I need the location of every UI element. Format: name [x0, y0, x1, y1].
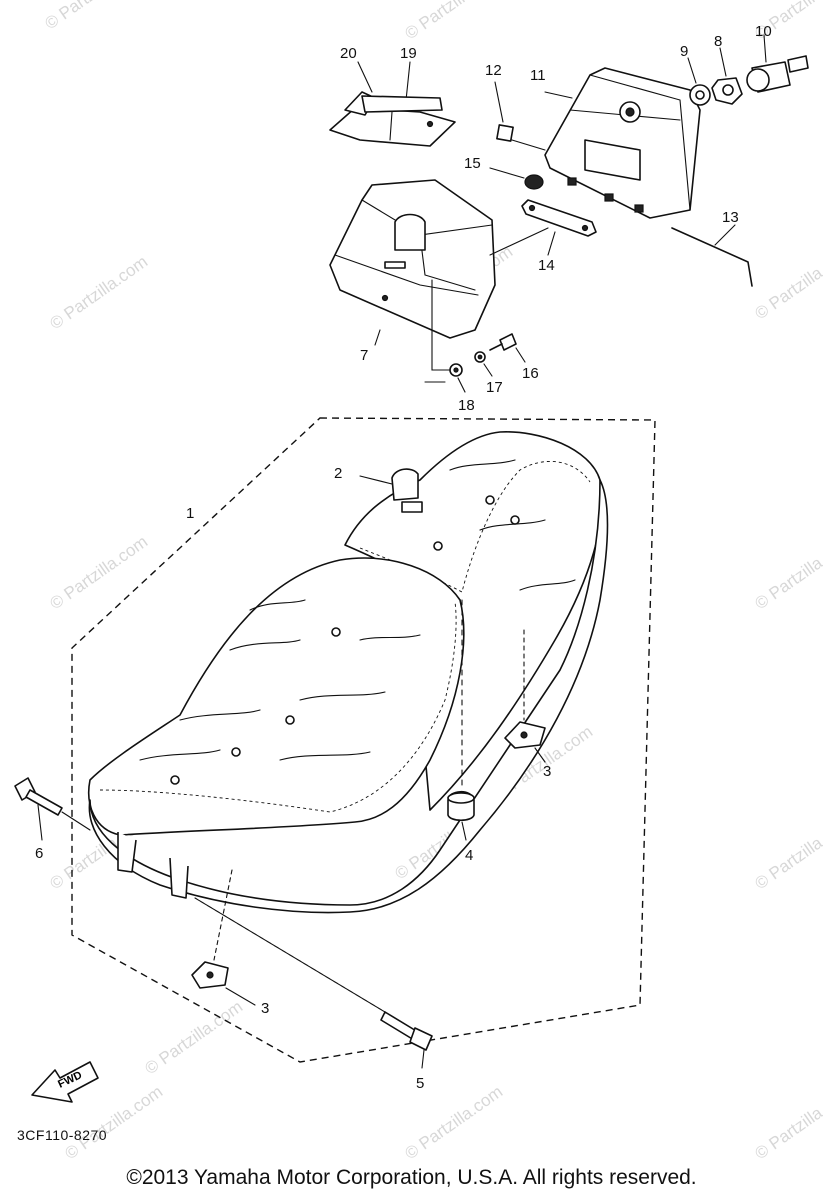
callout-layer: 1 2 3 3 4 5 6 7 8 9 10 11 12 13 14 15 16…	[35, 23, 772, 1092]
clip-12	[494, 81, 546, 151]
watermark: © Partzilla.com	[751, 812, 823, 893]
callout-17: 17	[486, 379, 503, 396]
strap-20	[344, 61, 443, 116]
callout-19: 19	[400, 45, 417, 62]
callout-14: 14	[538, 257, 555, 274]
tool-box-lid	[544, 67, 701, 219]
bracket-19	[329, 61, 456, 147]
watermark: © Partzilla.com	[61, 1082, 166, 1163]
assembly-boundary	[71, 417, 656, 1063]
callout-3-front: 3	[261, 1000, 269, 1017]
seat-damper	[447, 599, 475, 841]
callout-12: 12	[485, 62, 502, 79]
watermark: © Partzilla.com	[401, 1082, 506, 1163]
seat-bracket-mid	[169, 857, 189, 899]
lock-10	[746, 34, 809, 93]
callout-11: 11	[530, 67, 546, 84]
watermark: © Partzilla.com	[41, 0, 146, 33]
seat-strap	[359, 468, 423, 513]
watermark: © Partzilla.com	[401, 0, 506, 43]
seat-nut-front	[191, 869, 256, 1006]
watermark: © Partzilla.com	[46, 532, 151, 613]
callout-18: 18	[458, 397, 475, 414]
seat-base	[88, 479, 609, 914]
copyright-notice: ©2013 Yamaha Motor Corporation, U.S.A. A…	[126, 1166, 697, 1189]
diagram-code: 3CF110-8270	[17, 1127, 108, 1143]
stay-14	[489, 199, 597, 256]
watermark: © Partzilla.com	[751, 242, 823, 323]
callout-15: 15	[464, 155, 481, 172]
callout-9: 9	[680, 43, 688, 60]
callout-2: 2	[334, 465, 342, 482]
callout-5: 5	[416, 1075, 424, 1092]
callout-8: 8	[714, 33, 722, 50]
nut-18	[449, 363, 466, 393]
rod-13	[671, 224, 753, 287]
callout-10: 10	[755, 23, 772, 40]
callout-13: 13	[722, 209, 739, 226]
callout-20: 20	[340, 45, 357, 62]
callout-4: 4	[465, 847, 473, 864]
callout-7: 7	[360, 347, 368, 364]
washer-17	[474, 351, 493, 377]
callout-3-rear: 3	[543, 763, 551, 780]
assembly-bracket	[424, 279, 451, 383]
grommet-15	[489, 167, 544, 190]
seat-bolt-lower	[194, 897, 433, 1069]
seat-front-pad	[88, 557, 465, 836]
watermark: © Partzilla.com	[751, 532, 823, 613]
nut-8	[711, 47, 743, 105]
seat-assembly	[88, 431, 609, 914]
seat-bolt-left	[14, 777, 91, 841]
tool-box	[329, 179, 496, 346]
watermark: © Partzilla.com	[751, 1082, 823, 1163]
forward-arrow-icon: FWD	[31, 1061, 99, 1103]
screw-16	[489, 333, 526, 363]
watermark: © Partzilla.com	[46, 252, 151, 333]
seat-nut-rear	[504, 629, 546, 763]
callout-6: 6	[35, 845, 43, 862]
callout-16: 16	[522, 365, 539, 382]
callout-1: 1	[186, 505, 194, 522]
seat-bracket-left	[117, 832, 137, 873]
watermark: © Partzilla.com	[141, 997, 246, 1078]
washer-9	[687, 57, 711, 106]
